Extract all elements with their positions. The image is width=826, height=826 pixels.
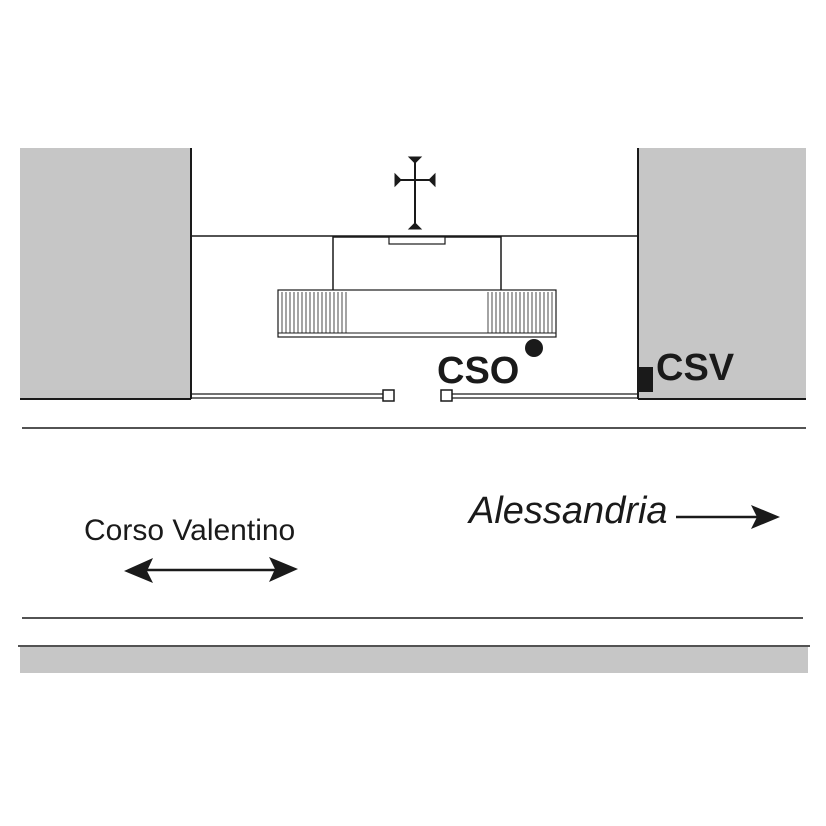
csv-label: CSV bbox=[656, 347, 735, 389]
direction-label: Alessandria bbox=[467, 490, 668, 532]
cso-marker bbox=[525, 339, 543, 357]
opposite-sidewalk bbox=[20, 647, 808, 673]
street-label: Corso Valentino bbox=[84, 514, 295, 547]
gate-post-left bbox=[382, 389, 395, 402]
right-arrow-icon bbox=[676, 505, 780, 529]
double-arrow-icon bbox=[124, 557, 298, 583]
right-steps bbox=[487, 292, 553, 333]
altar-top bbox=[388, 236, 446, 245]
cso-label: CSO bbox=[437, 350, 519, 392]
left-steps bbox=[281, 292, 347, 333]
cross-icon bbox=[394, 156, 436, 230]
csv-marker bbox=[639, 367, 653, 392]
altar-platform bbox=[277, 289, 557, 338]
gate-post-right bbox=[440, 389, 453, 402]
left-building bbox=[20, 148, 191, 399]
right-building bbox=[638, 148, 806, 399]
altar bbox=[332, 236, 502, 292]
